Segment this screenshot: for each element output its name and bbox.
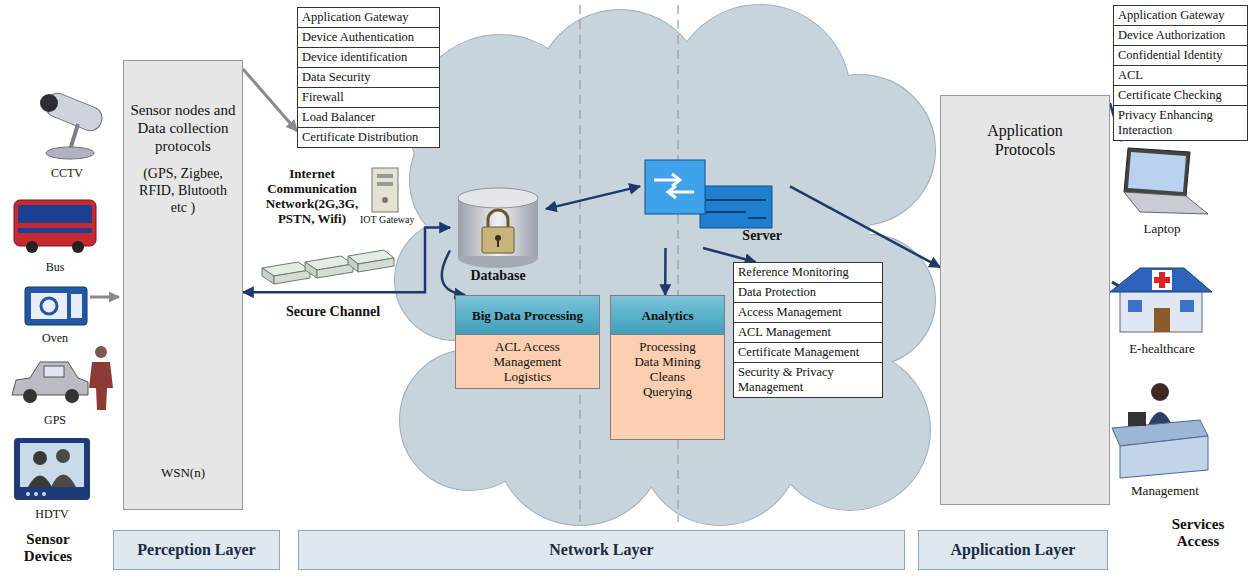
node-text: Application Protocols bbox=[961, 121, 1089, 159]
list-item: Certificate Management bbox=[734, 343, 882, 363]
application-panel: Application Protocols bbox=[940, 95, 1110, 505]
hdtv-icon bbox=[14, 438, 90, 500]
list-item: Load Balancer bbox=[298, 108, 439, 128]
server-node: Server bbox=[640, 160, 790, 248]
connector-arrow bbox=[790, 186, 940, 267]
router-icons bbox=[262, 250, 394, 284]
laptop-icon bbox=[1124, 148, 1208, 214]
list-item: Confidential Identity bbox=[1114, 46, 1247, 66]
connector-arrow bbox=[243, 69, 297, 131]
divider-lines bbox=[580, 5, 678, 522]
device-label: E-healthcare bbox=[1117, 342, 1207, 356]
list-item: Device Authentication bbox=[298, 28, 439, 48]
list-item: ACL bbox=[1114, 66, 1247, 86]
server-icon bbox=[645, 160, 772, 228]
layer-bar: Network Layer bbox=[298, 530, 905, 570]
security-list: Application GatewayDevice Authentication… bbox=[297, 7, 440, 148]
device-label: GPS bbox=[25, 413, 85, 427]
database-node: Database bbox=[450, 186, 546, 290]
node-text: IOT Gateway bbox=[360, 214, 415, 226]
list-item: Data Security bbox=[298, 68, 439, 88]
device-label: Oven bbox=[25, 331, 85, 345]
list-item: Reference Monitoring bbox=[734, 263, 882, 283]
box-body-text: ACL Access Management Logistics bbox=[469, 339, 587, 384]
layer-bar: Perception Layer bbox=[113, 530, 280, 570]
security-list: Reference MonitoringData ProtectionAcces… bbox=[733, 262, 883, 398]
node-text: Internet Communication Network(2G,3G, PS… bbox=[258, 166, 366, 226]
gps-icon bbox=[12, 346, 113, 410]
group-label: Services Access bbox=[1153, 516, 1243, 550]
node-text: Server bbox=[640, 228, 782, 244]
connector-arrow bbox=[546, 186, 640, 208]
node-text: Database bbox=[450, 268, 546, 284]
group-label: Sensor Devices bbox=[13, 531, 83, 565]
perception-panel: Sensor nodes and Data collection protoco… bbox=[123, 60, 243, 510]
list-item: Access Management bbox=[734, 303, 882, 323]
list-item: Device Authorization bbox=[1114, 26, 1247, 46]
node-text: Analytics bbox=[611, 296, 724, 335]
connector-arrow bbox=[243, 228, 450, 293]
box-body: ACL Access Management Logistics bbox=[456, 335, 599, 388]
connector-arrow bbox=[442, 250, 465, 295]
management-icon bbox=[1112, 383, 1208, 478]
hospital-icon bbox=[1110, 268, 1212, 332]
list-item: Application Gateway bbox=[1114, 6, 1247, 26]
list-item: ACL Management bbox=[734, 323, 882, 343]
list-item: Certificate Distribution bbox=[298, 128, 439, 147]
device-label: Bus bbox=[25, 260, 85, 274]
process-box: AnalyticsProcessing Data Mining Cleans Q… bbox=[610, 295, 725, 440]
list-item: Firewall bbox=[298, 88, 439, 108]
bus-icon bbox=[14, 200, 96, 253]
connector-arrow bbox=[664, 248, 667, 295]
box-body-text: Processing Data Mining Cleans Querying bbox=[628, 339, 708, 399]
list-item: Certificate Checking bbox=[1114, 86, 1247, 106]
oven-icon bbox=[25, 287, 119, 325]
device-label: Management bbox=[1120, 484, 1210, 498]
node-text: Application Layer bbox=[951, 541, 1076, 559]
cctv-icon bbox=[40, 90, 105, 159]
list-item: Application Gateway bbox=[298, 8, 439, 28]
list-item: Privacy Enhancing Interaction bbox=[1114, 106, 1247, 140]
layer-bar: Application Layer bbox=[918, 530, 1108, 570]
device-label: Laptop bbox=[1122, 222, 1202, 236]
list-item: Security & Privacy Management bbox=[734, 363, 882, 397]
node-text: WSN(n) bbox=[124, 465, 242, 481]
node-text: (GPS, Zigbee, RFID, Blutooth etc ) bbox=[130, 165, 236, 216]
box-body: Processing Data Mining Cleans Querying bbox=[611, 335, 724, 439]
node-text: Big Data Processing bbox=[456, 296, 599, 335]
process-box: Big Data ProcessingACL Access Management… bbox=[455, 295, 600, 389]
security-list: Application GatewayDevice AuthorizationC… bbox=[1113, 5, 1248, 141]
network-cloud bbox=[395, 5, 935, 525]
connector-arrow bbox=[703, 248, 756, 262]
list-item: Data Protection bbox=[734, 283, 882, 303]
list-item: Device identification bbox=[298, 48, 439, 68]
iot-gateway: Internet Communication Network(2G,3G, PS… bbox=[258, 166, 410, 230]
iot-gateway-icon bbox=[372, 168, 398, 212]
device-label: HDTV bbox=[22, 507, 82, 521]
database-icon bbox=[458, 188, 538, 268]
device-label: CCTV bbox=[37, 166, 97, 180]
node-text: Perception Layer bbox=[137, 541, 255, 559]
node-text: Sensor nodes and Data collection protoco… bbox=[130, 101, 236, 155]
node-text: Network Layer bbox=[549, 541, 653, 559]
edge-label: Secure Channel bbox=[284, 304, 382, 320]
